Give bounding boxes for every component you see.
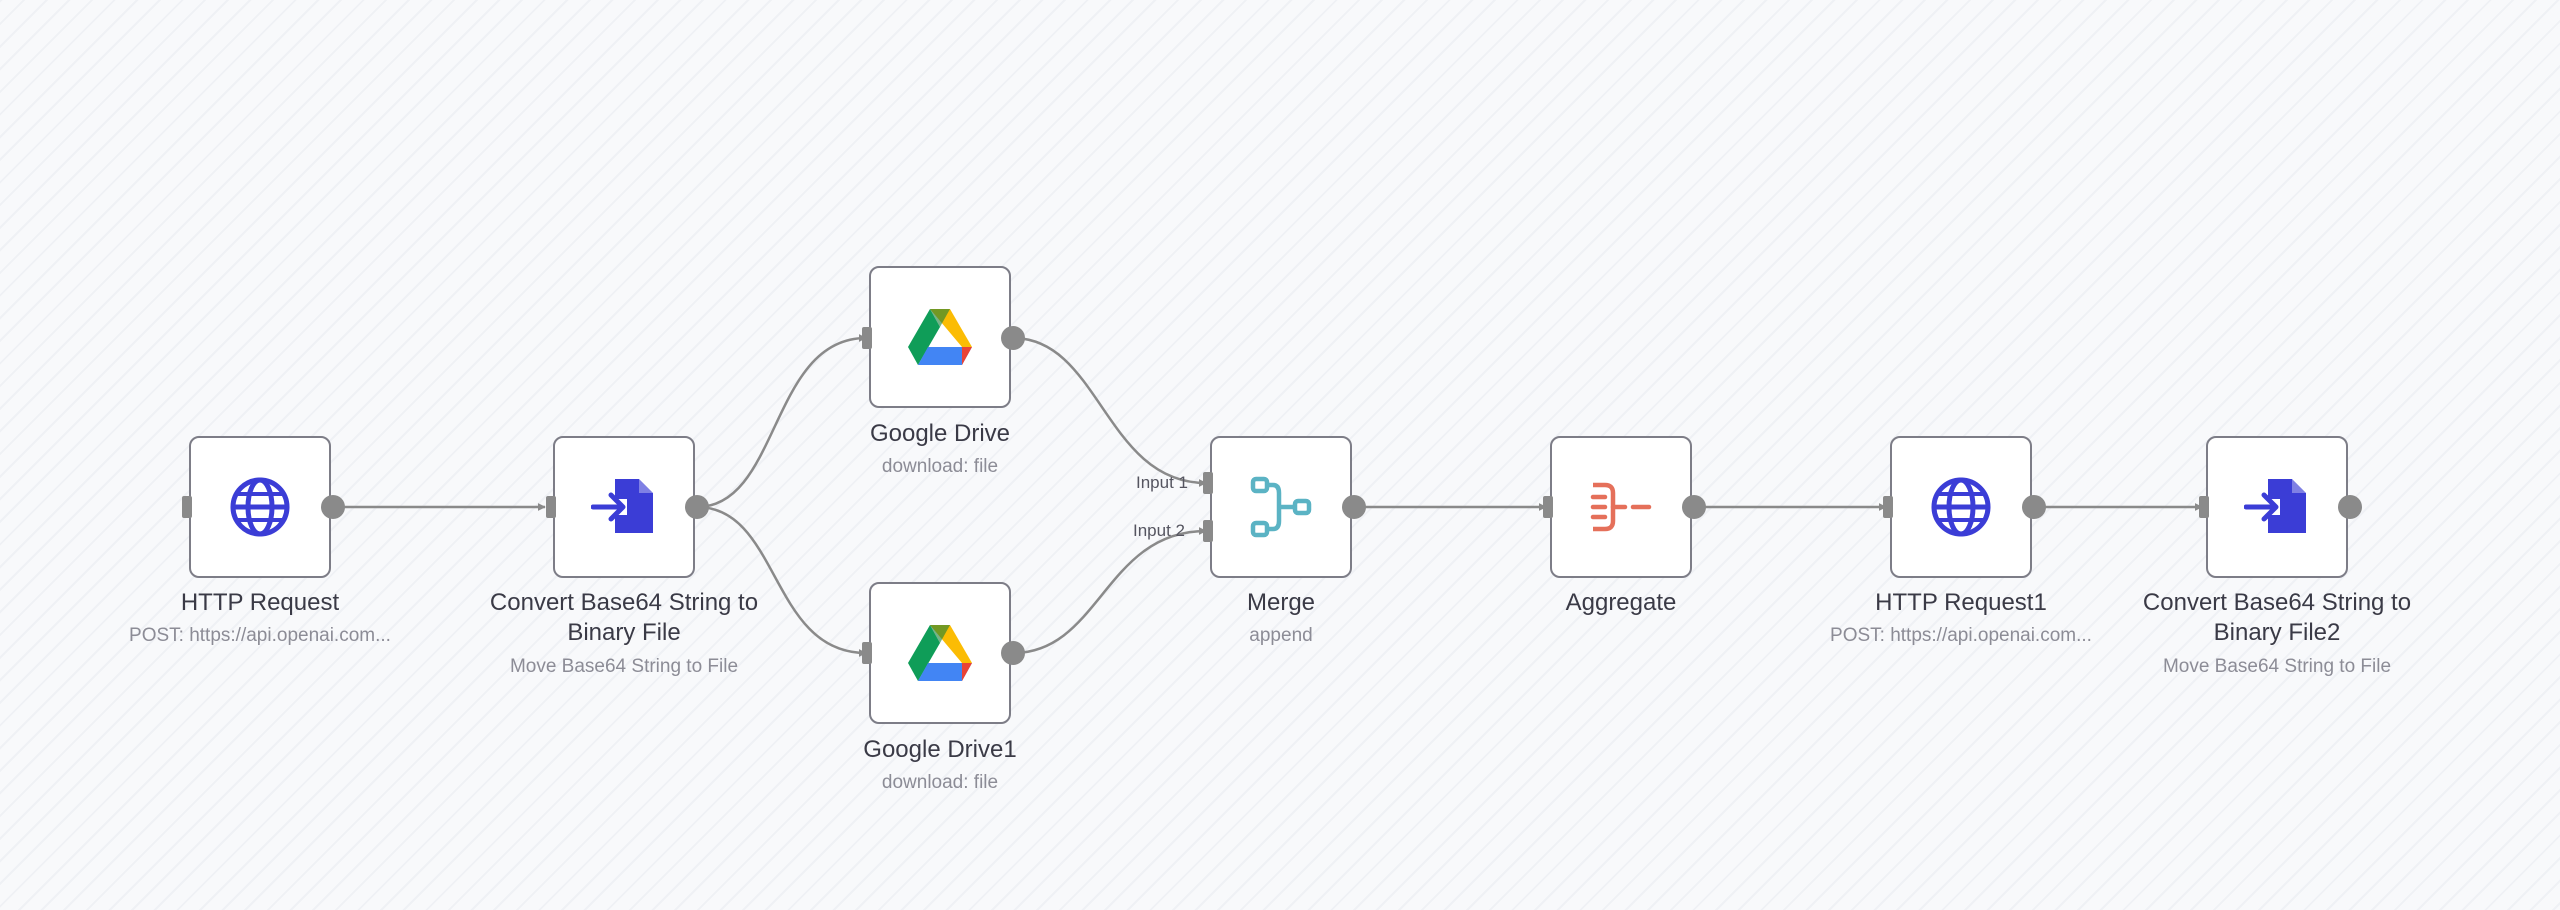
merge-input1-port[interactable]	[1203, 472, 1213, 494]
http-request1-output-port[interactable]	[2022, 495, 2046, 519]
file-convert-icon	[591, 475, 657, 539]
http-request-node[interactable]	[189, 436, 331, 578]
http-request1-subtitle: POST: https://api.openai.com...	[1830, 625, 2092, 646]
globe-icon	[1929, 475, 1993, 539]
aggregate-title: Aggregate	[1565, 589, 1677, 616]
google-drive1-output-port[interactable]	[1001, 641, 1025, 665]
convert-base64-2-subtitle: Move Base64 String to File	[2162, 656, 2392, 677]
merge-title: Merge	[1246, 589, 1316, 616]
aggregate-output-port[interactable]	[1682, 495, 1706, 519]
merge-output-port[interactable]	[1342, 495, 1366, 519]
google-drive-subtitle: download: file	[881, 456, 999, 477]
google-drive-icon	[908, 625, 972, 681]
convert-base64-subtitle: Move Base64 String to File	[509, 656, 739, 677]
merge-input2-port[interactable]	[1203, 520, 1213, 542]
merge-input1-label: Input 1	[1136, 473, 1188, 492]
edge-google-drive1-to-merge-input2[interactable]	[1012, 527, 1207, 655]
file-convert-icon	[2244, 475, 2310, 539]
globe-icon	[228, 475, 292, 539]
merge-subtitle: append	[1249, 625, 1313, 646]
edge-google-drive-to-merge-input1[interactable]	[1012, 336, 1207, 487]
aggregate-icon	[1589, 479, 1653, 535]
http-request-output-port[interactable]	[321, 495, 345, 519]
convert-base64-title: Convert Base64 String to Binary File	[489, 589, 759, 646]
google-drive1-node[interactable]	[869, 582, 1011, 724]
http-request1-title: HTTP Request1	[1875, 589, 2047, 616]
http-request1-node[interactable]	[1890, 436, 2032, 578]
edge-convert-to-google-drive[interactable]	[696, 334, 867, 509]
edge-convert-to-google-drive1[interactable]	[696, 505, 867, 657]
aggregate-node[interactable]	[1550, 436, 1692, 578]
http-request1-input-port[interactable]	[1883, 496, 1893, 518]
convert-base64-2-input-port[interactable]	[2199, 496, 2209, 518]
merge-icon	[1249, 475, 1313, 539]
merge-input2-label: Input 2	[1133, 521, 1185, 540]
http-request-input-port[interactable]	[182, 496, 192, 518]
google-drive1-subtitle: download: file	[881, 772, 999, 793]
convert-base64-input-port[interactable]	[546, 496, 556, 518]
convert-base64-2-node[interactable]	[2206, 436, 2348, 578]
google-drive-title: Google Drive	[869, 420, 1011, 447]
convert-base64-output-port[interactable]	[685, 495, 709, 519]
google-drive1-title: Google Drive1	[863, 736, 1017, 763]
convert-base64-2-output-port[interactable]	[2338, 495, 2362, 519]
google-drive-output-port[interactable]	[1001, 326, 1025, 350]
google-drive1-input-port[interactable]	[862, 642, 872, 664]
aggregate-input-port[interactable]	[1543, 496, 1553, 518]
google-drive-node[interactable]	[869, 266, 1011, 408]
http-request-title: HTTP Request	[180, 589, 340, 616]
google-drive-input-port[interactable]	[862, 327, 872, 349]
convert-base64-2-title: Convert Base64 String to Binary File2	[2142, 589, 2412, 646]
convert-base64-node[interactable]	[553, 436, 695, 578]
merge-node[interactable]	[1210, 436, 1352, 578]
google-drive-icon	[908, 309, 972, 365]
http-request-subtitle: POST: https://api.openai.com...	[129, 625, 391, 646]
